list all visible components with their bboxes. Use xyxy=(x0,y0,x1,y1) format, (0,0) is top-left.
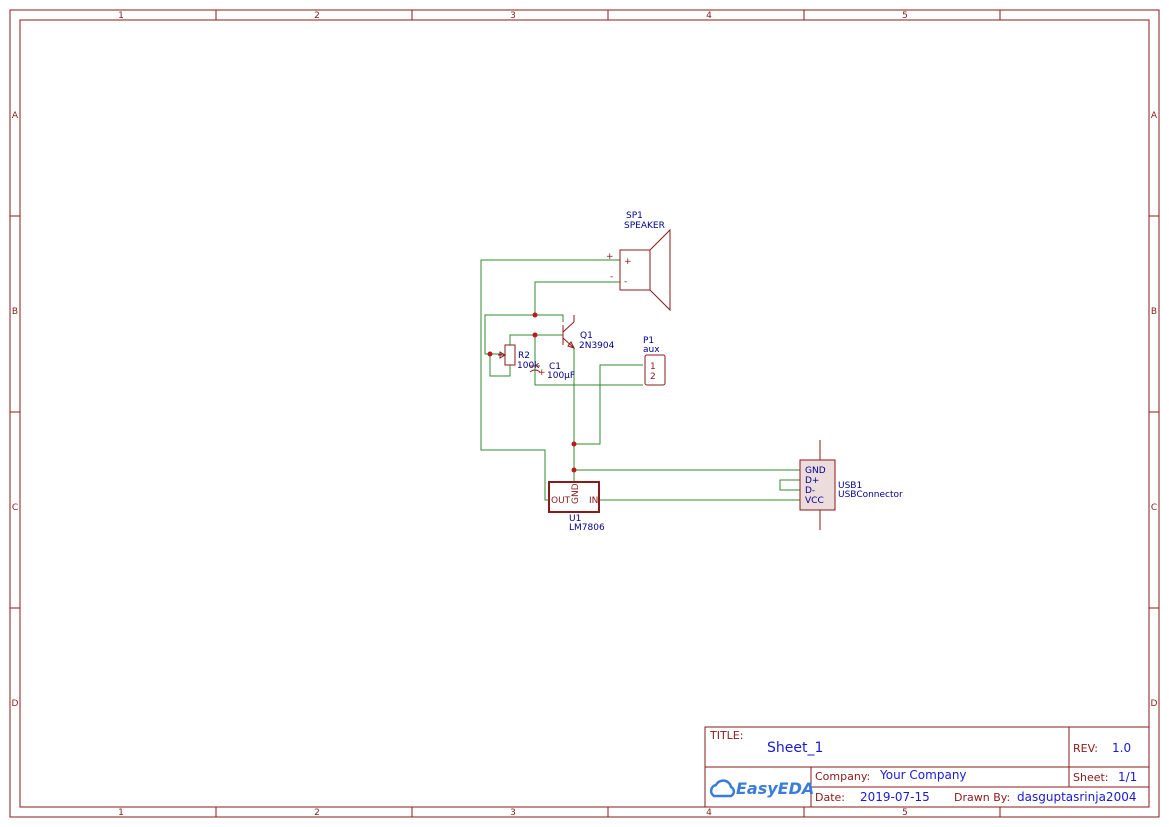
inner-border xyxy=(19,19,1150,808)
title-label: TITLE: xyxy=(709,729,743,742)
rev-value: 1.0 xyxy=(1112,741,1131,755)
sheet-value: 1/1 xyxy=(1118,770,1137,784)
regulator-value: LM7806 xyxy=(569,523,605,533)
usb-pin-dminus: D- xyxy=(805,486,815,496)
drawn-by-label: Drawn By: xyxy=(954,791,1010,804)
transistor-value: 2N3904 xyxy=(579,341,615,351)
easyeda-logo-text: EasyEDA xyxy=(736,779,814,798)
speaker-minus-inside: - xyxy=(624,277,627,287)
zone-col-3-top: 3 xyxy=(510,11,516,21)
capacitor-designator: C1 xyxy=(549,362,561,372)
regulator-in-pin: IN xyxy=(589,496,598,506)
regulator-symbol[interactable] xyxy=(548,481,600,513)
speaker-value: SPEAKER xyxy=(624,221,665,231)
date-value: 2019-07-15 xyxy=(860,790,930,804)
title-value: Sheet_1 xyxy=(767,740,823,756)
company-value: Your Company xyxy=(879,768,967,782)
cloud-logo-icon xyxy=(709,779,736,798)
pot-designator: R2 xyxy=(518,351,530,361)
zone-col-2-bottom: 2 xyxy=(314,808,320,818)
zone-col-4-top: 4 xyxy=(706,11,712,21)
rev-label: REV: xyxy=(1073,742,1098,755)
pot-value: 100k xyxy=(517,361,540,371)
regulator-gnd-pin: GND xyxy=(571,483,581,504)
zone-row-c-left: C xyxy=(12,503,18,513)
potentiometer-symbol[interactable] xyxy=(498,344,516,366)
aux-designator: P1 xyxy=(643,336,654,346)
transistor-symbol[interactable] xyxy=(562,315,575,349)
zone-col-4-bottom: 4 xyxy=(706,808,712,818)
zone-row-b-right: B xyxy=(1151,307,1157,317)
zone-row-a-right: A xyxy=(1151,111,1158,121)
usb-connector-symbol[interactable] xyxy=(799,440,836,530)
zone-row-b-left: B xyxy=(12,307,18,317)
zone-row-a-left: A xyxy=(12,111,19,121)
row-dividers xyxy=(10,215,1159,609)
usb-pin-dplus: D+ xyxy=(805,476,819,486)
regulator-out-pin: OUT xyxy=(551,496,571,506)
zone-col-5-top: 5 xyxy=(902,11,908,21)
transistor-designator: Q1 xyxy=(580,331,593,341)
zone-col-2-top: 2 xyxy=(314,11,320,21)
drawn-by-value: dasguptasrinja2004 xyxy=(1017,790,1136,804)
zone-col-5-bottom: 5 xyxy=(902,808,908,818)
zone-row-d-left: D xyxy=(12,699,19,709)
speaker-minus-outside: - xyxy=(610,272,613,282)
usb-pin-vcc: VCC xyxy=(805,496,824,506)
capacitor-value: 100µF xyxy=(547,371,575,381)
usb-value: USBConnector xyxy=(838,490,903,500)
aux-pin-2: 2 xyxy=(650,372,656,382)
usb-pin-gnd: GND xyxy=(805,466,826,476)
zone-col-1-top: 1 xyxy=(118,11,124,21)
speaker-plus-outside: + xyxy=(606,252,614,262)
speaker-symbol[interactable] xyxy=(619,228,671,312)
zone-row-d-right: D xyxy=(1151,699,1158,709)
speaker-plus-inside: + xyxy=(624,257,632,267)
zone-col-3-bottom: 3 xyxy=(510,808,516,818)
sheet-label: Sheet: xyxy=(1073,771,1109,784)
junctions xyxy=(487,312,577,473)
aux-value: aux xyxy=(643,345,660,355)
date-label: Date: xyxy=(815,791,845,804)
zone-col-1-bottom: 1 xyxy=(118,808,124,818)
title-block xyxy=(704,726,1150,808)
zone-row-c-right: C xyxy=(1151,503,1157,513)
wires xyxy=(480,259,800,501)
aux-connector-symbol[interactable] xyxy=(644,354,666,386)
capacitor-plus: + xyxy=(538,368,546,378)
column-dividers xyxy=(215,10,1001,817)
regulator-designator: U1 xyxy=(569,514,581,524)
usb-designator: USB1 xyxy=(838,481,862,491)
capacitor-symbol[interactable] xyxy=(529,365,541,373)
aux-pin-1: 1 xyxy=(650,362,656,372)
company-label: Company: xyxy=(815,770,870,783)
outer-border xyxy=(9,9,1160,818)
speaker-designator: SP1 xyxy=(626,211,643,221)
